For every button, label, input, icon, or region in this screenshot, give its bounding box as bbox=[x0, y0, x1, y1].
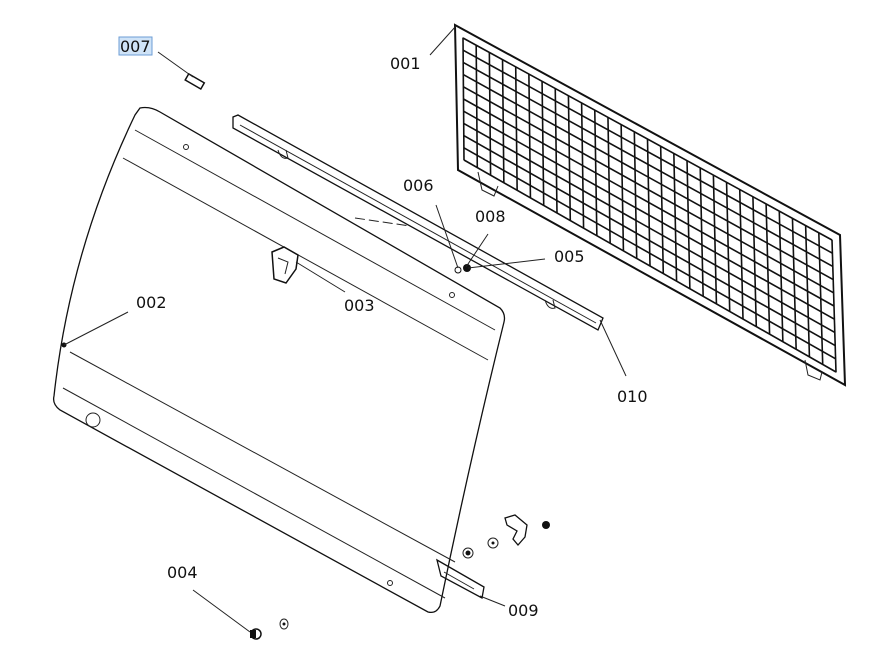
label-009[interactable]: 009 bbox=[508, 601, 539, 620]
window-panel-part[interactable] bbox=[52, 106, 506, 614]
label-002[interactable]: 002 bbox=[136, 293, 167, 312]
latch-part[interactable] bbox=[271, 246, 299, 284]
mesh-horizontal-wire bbox=[462, 73, 834, 281]
bracket-part-009[interactable] bbox=[435, 514, 550, 599]
mesh-horizontal-wire bbox=[463, 98, 835, 307]
leader-lines bbox=[63, 25, 627, 633]
label-010[interactable]: 010 bbox=[617, 387, 648, 406]
mesh-horizontal-wire bbox=[462, 61, 834, 268]
mesh-horizontal-wire bbox=[462, 49, 833, 254]
mesh-grid bbox=[462, 37, 837, 373]
mesh-grille-part[interactable] bbox=[453, 23, 847, 387]
label-004[interactable]: 004 bbox=[167, 563, 198, 582]
mesh-horizontal-wire bbox=[462, 37, 833, 241]
selected-label-highlight bbox=[118, 36, 153, 56]
label-001[interactable]: 001 bbox=[390, 54, 421, 73]
label-008[interactable]: 008 bbox=[475, 207, 506, 226]
mesh-horizontal-wire bbox=[463, 86, 834, 294]
pin-part-007[interactable] bbox=[184, 72, 206, 90]
label-003[interactable]: 003 bbox=[344, 296, 375, 315]
fastener-part-005-006-008[interactable] bbox=[454, 264, 471, 274]
rail-part[interactable] bbox=[232, 114, 604, 331]
label-005[interactable]: 005 bbox=[554, 247, 585, 266]
mesh-horizontal-wire bbox=[463, 147, 836, 360]
mesh-horizontal-wire bbox=[463, 122, 836, 334]
label-006[interactable]: 006 bbox=[403, 176, 434, 195]
label-007[interactable]: 007 bbox=[120, 37, 151, 56]
mesh-horizontal-wire bbox=[463, 159, 837, 373]
knob-part-004[interactable] bbox=[250, 618, 289, 640]
mesh-horizontal-wire bbox=[463, 134, 836, 347]
mesh-horizontal-wire bbox=[463, 110, 835, 320]
